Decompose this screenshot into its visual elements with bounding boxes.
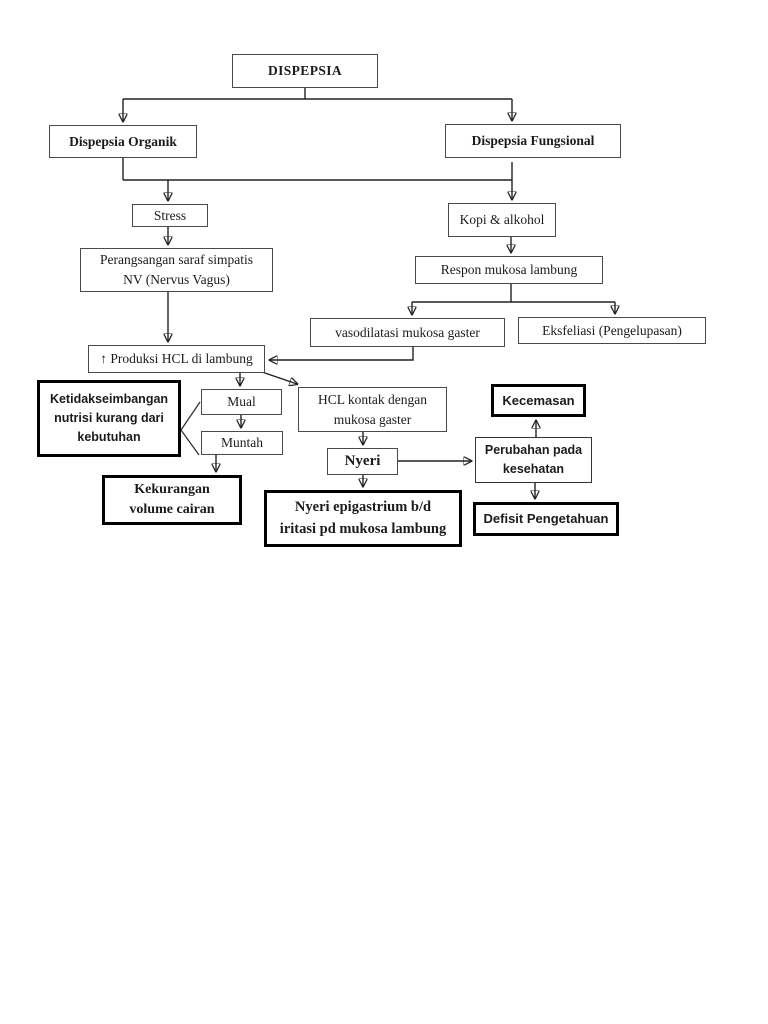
node-vasodilatasi: vasodilatasi mukosa gaster (310, 318, 505, 347)
arrow-produksi-to-hcl-kontak (261, 371, 297, 384)
node-nyeri-epigastrium-line1: Nyeri epigastrium b/d (294, 499, 432, 516)
node-dispepsia: DISPEPSIA (232, 54, 378, 88)
node-produksi-hcl-label: ↑ Produksi HCL di lambung (100, 351, 253, 367)
node-nyeri-epigastrium: Nyeri epigastrium b/d iritasi pd mukosa … (264, 490, 462, 547)
node-muntah: Muntah (201, 431, 283, 455)
node-kekurangan-line1: Kekurangan (134, 481, 210, 497)
node-vasodilatasi-label: vasodilatasi mukosa gaster (335, 324, 480, 340)
node-ketidakseimbangan-line1: Ketidakseimbangan (49, 392, 169, 407)
node-mual: Mual (201, 389, 282, 415)
node-perangsangan-line1: Perangsangan saraf simpatis (100, 252, 253, 268)
node-hcl-kontak-line2: mukosa gaster (333, 411, 412, 427)
node-ketidakseimbangan-line3: kebutuhan (77, 429, 141, 444)
node-kecemasan-label: Kecemasan (502, 392, 575, 408)
node-hcl-kontak: HCL kontak dengan mukosa gaster (298, 387, 447, 432)
bracket-line-lower (180, 429, 200, 456)
node-kopi-alkohol-label: Kopi & alkohol (459, 212, 545, 228)
arrow-vasodilatasi-to-produksi (270, 347, 414, 360)
node-kopi-alkohol: Kopi & alkohol (448, 203, 556, 237)
node-kecemasan: Kecemasan (491, 384, 586, 417)
node-dispepsia-fungsional: Dispepsia Fungsional (445, 124, 621, 158)
node-defisit-pengetahuan-label: Defisit Pengetahuan (483, 511, 609, 527)
node-stress-label: Stress (153, 207, 187, 223)
node-ketidakseimbangan: Ketidakseimbangan nutrisi kurang dari ke… (37, 380, 181, 457)
node-dispepsia-organik-label: Dispepsia Organik (69, 133, 177, 149)
node-nyeri-epigastrium-line2: iritasi pd mukosa lambung (279, 520, 447, 537)
node-dispepsia-organik: Dispepsia Organik (49, 125, 197, 158)
node-dispepsia-fungsional-label: Dispepsia Fungsional (471, 133, 595, 149)
node-produksi-hcl: ↑ Produksi HCL di lambung (88, 345, 265, 373)
node-nyeri: Nyeri (327, 448, 398, 475)
node-perangsangan: Perangsangan saraf simpatis NV (Nervus V… (80, 248, 273, 292)
node-respon-mukosa: Respon mukosa lambung (415, 256, 603, 284)
node-kekurangan-line2: volume cairan (129, 502, 215, 517)
node-dispepsia-label: DISPEPSIA (267, 63, 343, 79)
node-defisit-pengetahuan: Defisit Pengetahuan (473, 502, 619, 536)
node-muntah-label: Muntah (221, 435, 263, 451)
node-nyeri-label: Nyeri (344, 452, 381, 469)
node-mual-label: Mual (227, 394, 256, 410)
node-perubahan-line2: kesehatan (502, 462, 565, 476)
node-ketidakseimbangan-line2: nutrisi kurang dari (54, 411, 164, 426)
node-perangsangan-line2: NV (Nervus Vagus) (123, 272, 230, 287)
node-eksfeliasi-label: Eksfeliasi (Pengelupasan) (542, 322, 682, 338)
node-eksfeliasi: Eksfeliasi (Pengelupasan) (518, 317, 706, 344)
node-kekurangan-cairan: Kekurangan volume cairan (102, 475, 242, 525)
node-stress: Stress (132, 204, 208, 227)
bracket-line-upper (180, 401, 201, 431)
node-perubahan-kesehatan: Perubahan pada kesehatan (475, 437, 592, 483)
node-respon-mukosa-label: Respon mukosa lambung (440, 262, 578, 278)
node-perubahan-line1: Perubahan pada (484, 443, 583, 458)
node-hcl-kontak-line1: HCL kontak dengan (318, 391, 427, 407)
